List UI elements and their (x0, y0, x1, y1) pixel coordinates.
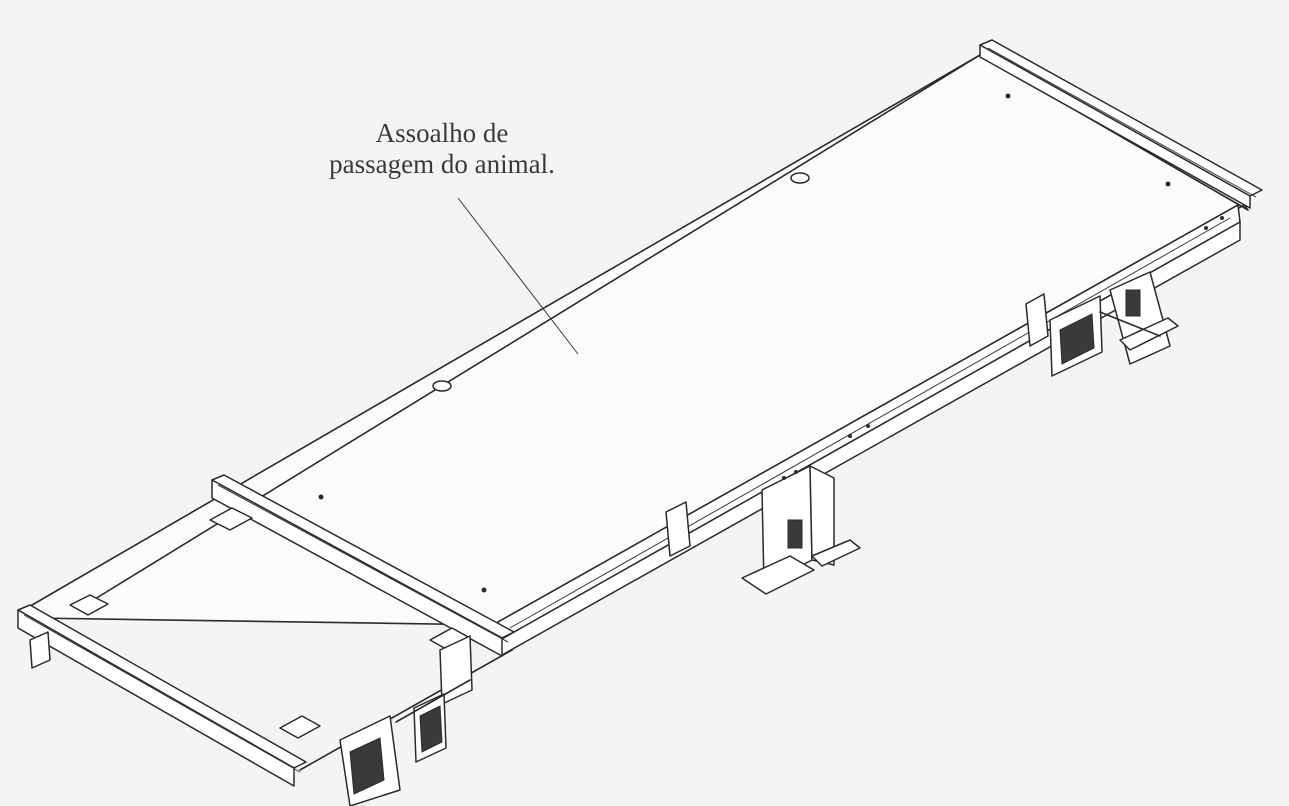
near-end-rail (17, 604, 307, 787)
center-support-bracket (741, 465, 861, 595)
far-end-rail (979, 39, 1263, 209)
annotation-line-2: passagem do animal. (329, 149, 555, 179)
left-support-mechanism (29, 631, 473, 806)
right-support-mechanism (1049, 271, 1179, 377)
floor-annotation-label: Assoalho de passagem do animal. (262, 118, 622, 180)
annotation-line-1: Assoalho de (375, 118, 509, 148)
bolt-holes (318, 93, 1224, 593)
splice-plates (665, 293, 1049, 557)
annotation-leader-line (457, 197, 579, 355)
